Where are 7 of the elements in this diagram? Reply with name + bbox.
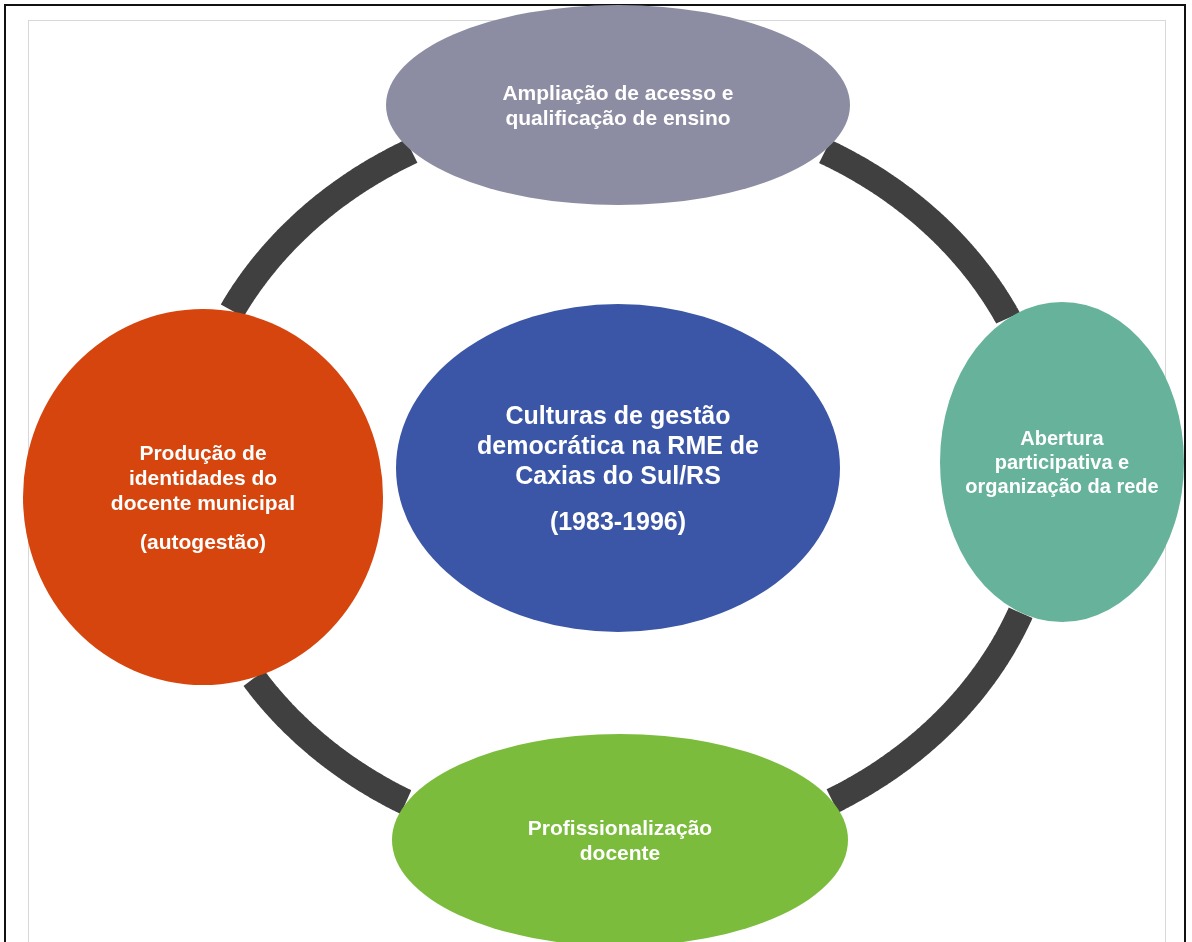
node-label: Profissionalização docente — [526, 814, 714, 866]
node-sublabel: (1983-1996) — [549, 506, 687, 536]
node-label: Abertura participativa e organização da rede — [964, 426, 1160, 498]
node-label: Produção de identidades do docente municipal — [109, 439, 297, 516]
node-label: Culturas de gestão democrática na RME de Caxias do Sul/RS — [476, 400, 760, 490]
node-sublabel: (autogestão) — [140, 529, 266, 555]
node-label: Ampliação de acesso e qualificação de ensino — [501, 79, 735, 131]
